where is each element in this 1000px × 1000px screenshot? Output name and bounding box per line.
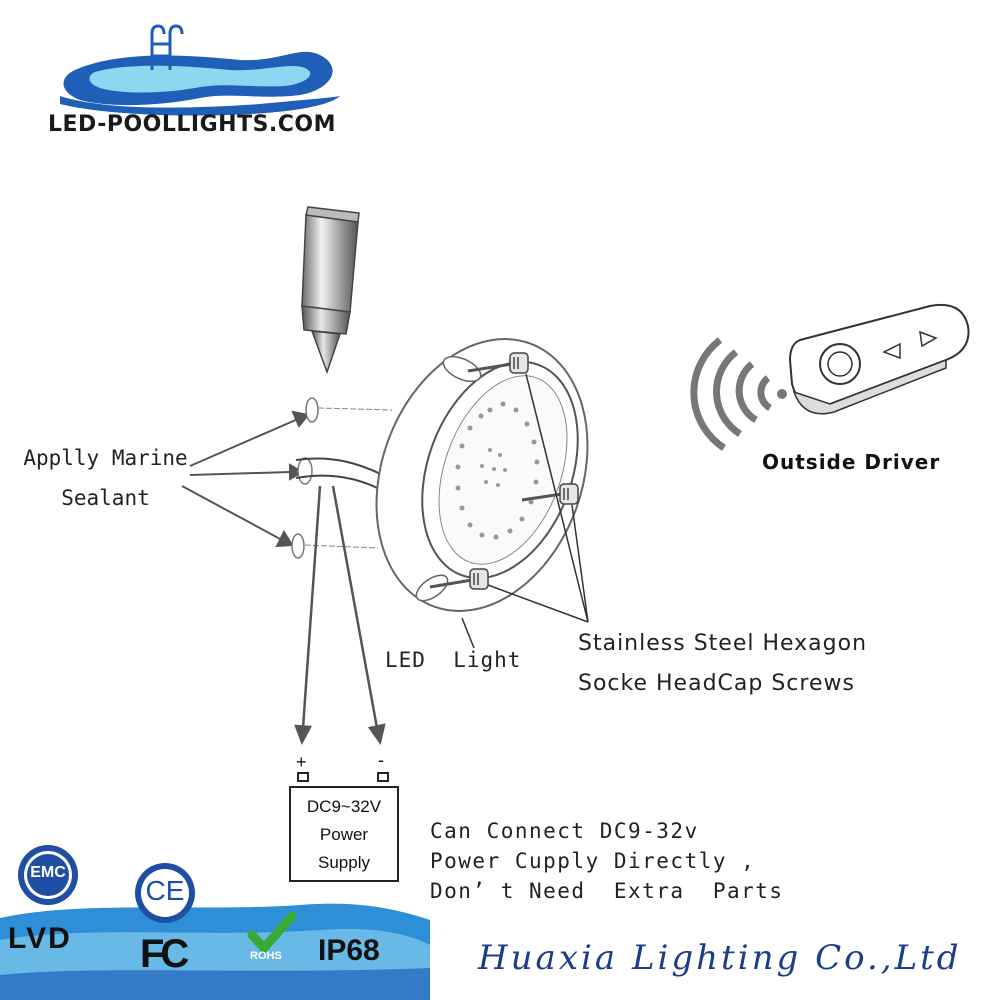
ip68-label: IP68 — [318, 934, 380, 967]
sealant-label-line1: Applly Marine — [23, 446, 188, 470]
screws-label-line1: Stainless Steel Hexagon — [578, 631, 868, 656]
rohs-check-icon — [247, 911, 297, 955]
minus-terminal-sign: - — [378, 750, 384, 770]
psu-line3: Supply — [318, 853, 370, 872]
wireless-signal-icon — [690, 337, 772, 451]
pool-ladder-icon — [150, 24, 184, 70]
rohs-label: ROHS — [250, 950, 282, 962]
ce-badge — [135, 863, 195, 923]
sealant-label: Applly Marine Sealant — [18, 438, 193, 518]
led-callout-line — [461, 617, 475, 649]
footer-wave — [0, 903, 430, 1000]
emc-label: EMC — [30, 864, 66, 881]
hex-socket-screws — [429, 352, 579, 590]
led-light-fixture-icon — [375, 338, 589, 612]
fc-label: FC — [140, 932, 189, 976]
company-name: Huaxia Lighting Co.,Ltd — [478, 938, 962, 978]
connect-note-line2: Power Cupply Directly , — [430, 849, 756, 873]
power-supply-box: DC9~32V Power Supply — [289, 786, 399, 882]
power-wires — [294, 485, 386, 746]
sealant-label-line2: Sealant — [61, 486, 150, 510]
connect-note: Can Connect DC9-32v Power Cupply Directl… — [430, 816, 784, 906]
emc-badge — [18, 845, 78, 905]
ce-label: CE — [145, 875, 185, 906]
pool-logo-icon — [60, 51, 340, 116]
lvd-label: LVD — [8, 922, 72, 955]
plus-terminal-sign: + — [296, 752, 307, 772]
psu-line2: Power — [319, 825, 369, 844]
led-light-label: LED Light — [385, 648, 522, 672]
connect-note-line3: Don’ t Need Extra Parts — [430, 879, 784, 903]
screw-callout-lines — [487, 373, 589, 623]
mounting-holes — [291, 397, 319, 559]
plus-terminal — [297, 772, 309, 782]
logo-text: LED-POOLLIGHTS.COM — [48, 112, 337, 137]
outside-driver-label: Outside Driver — [762, 450, 941, 474]
sealant-arrows — [181, 410, 310, 548]
sealant-tube-icon — [301, 206, 360, 375]
connect-note-line1: Can Connect DC9-32v — [430, 819, 699, 843]
screws-label-line2: Socke HeadCap Screws — [578, 671, 855, 696]
minus-terminal — [377, 772, 389, 782]
psu-line1: DC9~32V — [306, 797, 382, 816]
remote-control-icon — [788, 304, 970, 415]
screws-label: Stainless Steel Hexagon Socke HeadCap Sc… — [578, 624, 867, 704]
